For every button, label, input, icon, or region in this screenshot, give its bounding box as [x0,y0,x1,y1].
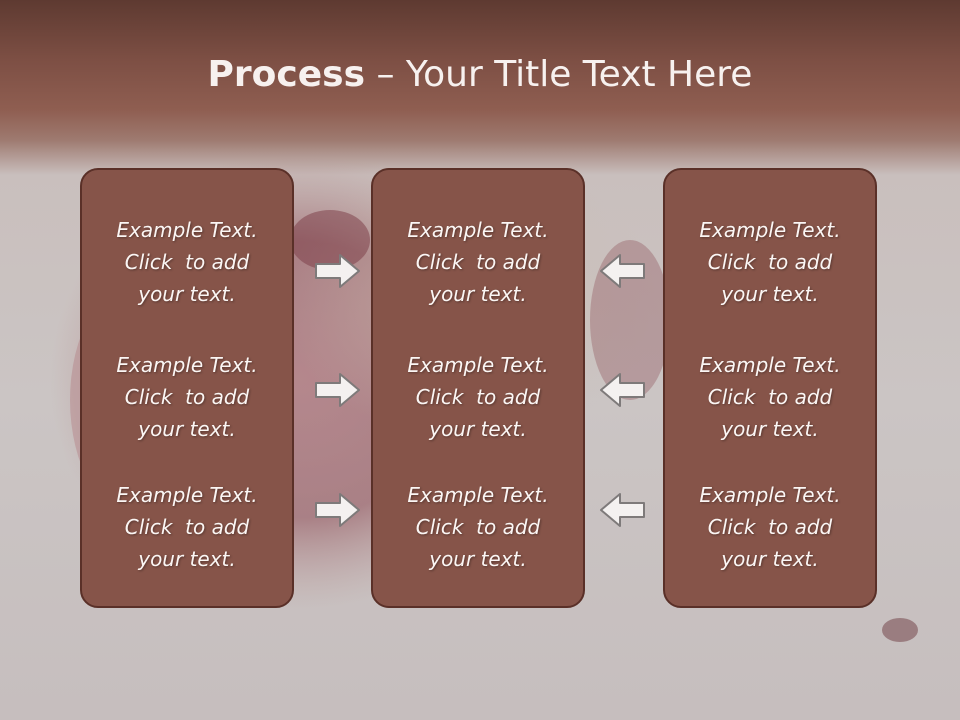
process-box-right[interactable]: Example Text. Click to add your text. Ex… [663,168,877,608]
placeholder-text[interactable]: Example Text. Click to add your text. [116,483,258,571]
placeholder-text[interactable]: Example Text. Click to add your text. [116,218,258,306]
placeholder-text[interactable]: Example Text. Click to add your text. [116,353,258,441]
placeholder-text[interactable]: Example Text. Click to add your text. [699,483,841,571]
title-bold-text: Process [207,54,366,95]
arrow-right-icon[interactable] [314,371,362,409]
placeholder-text[interactable]: Example Text. Click to add your text. [407,353,549,441]
title-rest-text: – Your Title Text Here [365,54,753,95]
process-box-left[interactable]: Example Text. Click to add your text. Ex… [80,168,294,608]
placeholder-text[interactable]: Example Text. Click to add your text. [699,218,841,306]
arrow-left-icon[interactable] [598,252,646,290]
process-box-center[interactable]: Example Text. Click to add your text. Ex… [371,168,585,608]
placeholder-text[interactable]: Example Text. Click to add your text. [699,353,841,441]
arrow-left-icon[interactable] [598,371,646,409]
arrow-right-icon[interactable] [314,491,362,529]
placeholder-text[interactable]: Example Text. Click to add your text. [407,483,549,571]
slide-title[interactable]: Process – Your Title Text Here [0,50,960,100]
placeholder-text[interactable]: Example Text. Click to add your text. [407,218,549,306]
arrow-right-icon[interactable] [314,252,362,290]
arrow-left-icon[interactable] [598,491,646,529]
